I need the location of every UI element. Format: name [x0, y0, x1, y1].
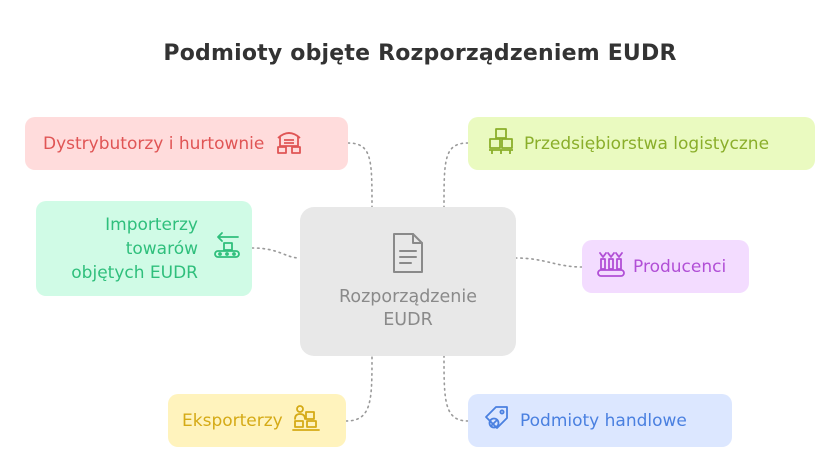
- node-importers-line1: Importerzy: [105, 214, 198, 235]
- node-distributors: Dystrybutorzy i hurtownie: [25, 117, 348, 170]
- connector-traders: [443, 355, 469, 422]
- node-importers: Importerzy towarów objętych EUDR: [36, 201, 252, 296]
- node-logistics-label: Przedsiębiorstwa logistyczne: [524, 133, 770, 154]
- document-icon: [391, 231, 425, 280]
- diagram-title: Podmioty objęte Rozporządzeniem EUDR: [163, 41, 677, 66]
- node-traders: Podmioty handlowe: [468, 394, 732, 447]
- connector-producers: [515, 257, 583, 268]
- center-label-line1: Rozporządzenie: [339, 287, 477, 307]
- connector-distributors: [347, 142, 373, 208]
- conveyor-import-icon: [212, 231, 242, 266]
- connector-importers: [251, 247, 301, 259]
- node-producers: Producenci: [582, 240, 749, 293]
- boxes-icon: [486, 126, 516, 161]
- warehouse-icon: [274, 126, 304, 161]
- node-importers-label: Importerzy towarów objętych EUDR: [48, 213, 198, 285]
- node-exporters-label: Eksporterzy: [182, 410, 283, 431]
- center-node: Rozporządzenie EUDR: [300, 207, 516, 356]
- connector-logistics: [443, 142, 469, 208]
- node-logistics: Przedsiębiorstwa logistyczne: [468, 117, 815, 170]
- center-label: Rozporządzenie EUDR: [323, 286, 493, 332]
- worker-boxes-icon: [291, 403, 321, 438]
- center-label-line2: EUDR: [383, 310, 433, 330]
- price-tag-icon: [482, 403, 512, 438]
- node-producers-label: Producenci: [633, 256, 727, 277]
- node-exporters: Eksporterzy: [168, 394, 346, 447]
- node-traders-label: Podmioty handlowe: [520, 410, 687, 431]
- node-importers-line2: towarów: [125, 238, 198, 259]
- node-importers-line3: objętych EUDR: [71, 262, 198, 283]
- connector-exporters: [345, 355, 373, 422]
- node-distributors-label: Dystrybutorzy i hurtownie: [43, 133, 265, 154]
- factory-line-icon: [596, 249, 626, 284]
